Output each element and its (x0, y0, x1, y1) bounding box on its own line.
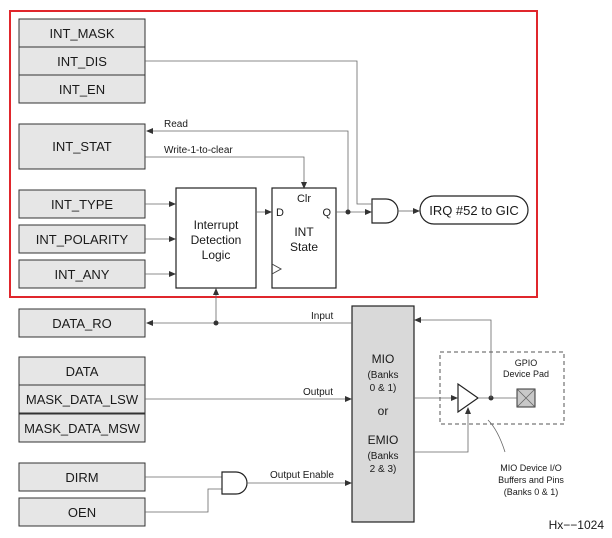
mio-emio-block (351, 305, 415, 523)
int-dis-label: INT_DIS (57, 54, 107, 69)
mio-line-8: (Banks (367, 451, 398, 462)
interrupt-detection-line-3: Logic (202, 248, 231, 262)
int-type-arrow (169, 201, 176, 207)
interrupt-section-highlight (9, 10, 538, 298)
and-to-irq-arrow (413, 208, 420, 214)
interrupt-detection-line-2: Detection (191, 233, 242, 247)
mask-data-msw-register (18, 413, 146, 443)
int-type-label: INT_TYPE (51, 197, 113, 212)
input-label: Input (311, 311, 333, 322)
irq-pill (419, 195, 529, 225)
mask-data-msw-label: MASK_DATA_MSW (24, 421, 141, 436)
int-stat-label: INT_STAT (52, 139, 112, 154)
write-1-to-clear-label: Write-1-to-clear (164, 145, 233, 156)
data-label: DATA (66, 364, 99, 379)
buffers-line-2: Buffers and Pins (498, 475, 564, 485)
data-ro-label: DATA_RO (52, 316, 111, 331)
q-to-and-arrow (365, 209, 372, 215)
mask-data-lsw-register (18, 384, 146, 414)
data-wires: Input Output Output Enable (145, 288, 352, 513)
int-any-arrow (169, 271, 176, 277)
buffers-line-1: MIO Device I/O (500, 463, 562, 473)
write-1-to-clear-arrow (301, 182, 307, 189)
interrupt-detection-line-1: Interrupt (194, 218, 239, 232)
q-junction-dot (345, 209, 351, 215)
data-ro-register (18, 308, 146, 338)
input-arrow (146, 320, 153, 326)
gpio-pad-line-1: GPIO (515, 358, 538, 368)
int-state-clr: Clr (297, 193, 311, 205)
oen-wire (145, 488, 222, 513)
output-arrow (345, 396, 352, 402)
int-state-block (271, 187, 337, 289)
int-state-q: Q (322, 207, 331, 219)
int-mask-label: INT_MASK (49, 26, 114, 41)
mask-data-lsw-label: MASK_DATA_LSW (26, 392, 139, 407)
logic-to-d-arrow (265, 209, 272, 215)
int-state-d: D (276, 207, 284, 219)
mio-line-7: EMIO (368, 433, 399, 447)
clock-input-marker (271, 263, 283, 275)
data-register (18, 356, 146, 386)
input-junction-dot (213, 320, 219, 326)
irq-label: IRQ #52 to GIC (429, 203, 519, 218)
int-polarity-register (18, 224, 146, 254)
dirm-register (18, 462, 146, 492)
int-any-register (18, 259, 146, 289)
mio-line-9: 2 & 3) (370, 464, 397, 475)
int-dis-to-and-wire (145, 60, 372, 205)
buffers-callout-line (487, 419, 506, 453)
write-1-to-clear-wire (145, 156, 305, 183)
read-label: Read (164, 119, 188, 130)
int-en-register (18, 74, 146, 104)
int-state-line-1: INT (294, 225, 314, 239)
int-type-register (18, 189, 146, 219)
mio-line-1: MIO (372, 352, 395, 366)
pad-to-input-wire (420, 319, 492, 398)
input-to-detection-arrow (213, 288, 219, 295)
oe-to-buffer-wire (414, 413, 469, 453)
output-enable-label: Output Enable (270, 470, 334, 481)
and-gate-output-enable (221, 471, 248, 495)
read-arrow (146, 128, 153, 134)
int-any-label: INT_ANY (55, 267, 110, 282)
buffers-line-3: (Banks 0 & 1) (504, 487, 559, 497)
mio-line-3: 0 & 1) (370, 383, 397, 394)
mio-line-5: or (378, 404, 389, 418)
pad-to-input-arrow (414, 317, 421, 323)
int-polarity-arrow (169, 236, 176, 242)
and-gate-interrupt (371, 198, 399, 224)
int-polarity-label: INT_POLARITY (36, 232, 129, 247)
int-stat-register (18, 123, 146, 170)
mio-line-2: (Banks (367, 370, 398, 381)
read-wire (152, 130, 349, 212)
figure-id: Hx−−1024 (549, 518, 605, 532)
output-label: Output (303, 387, 333, 398)
mio-to-buffer-arrow (451, 395, 458, 401)
int-state-line-2: State (290, 240, 318, 254)
oen-label: OEN (68, 505, 96, 520)
gpio-pad-line-2: Device Pad (503, 369, 549, 379)
oe-to-buffer-arrow (465, 407, 471, 414)
interrupt-register-group: INT_MASK INT_DIS INT_EN INT_STAT INT_TYP… (18, 18, 146, 289)
interrupt-detection-logic-block (175, 187, 257, 289)
interrupt-wires: Read Write-1-to-clear (145, 60, 420, 277)
dirm-label: DIRM (65, 470, 98, 485)
gpio-pad-cross (516, 388, 536, 408)
int-en-label: INT_EN (59, 82, 105, 97)
int-dis-register (18, 46, 146, 76)
gpio-wires (414, 317, 517, 453)
output-enable-arrow (345, 480, 352, 486)
data-register-group: DATA_RO DATA MASK_DATA_LSW MASK_DATA_MSW… (18, 308, 146, 527)
